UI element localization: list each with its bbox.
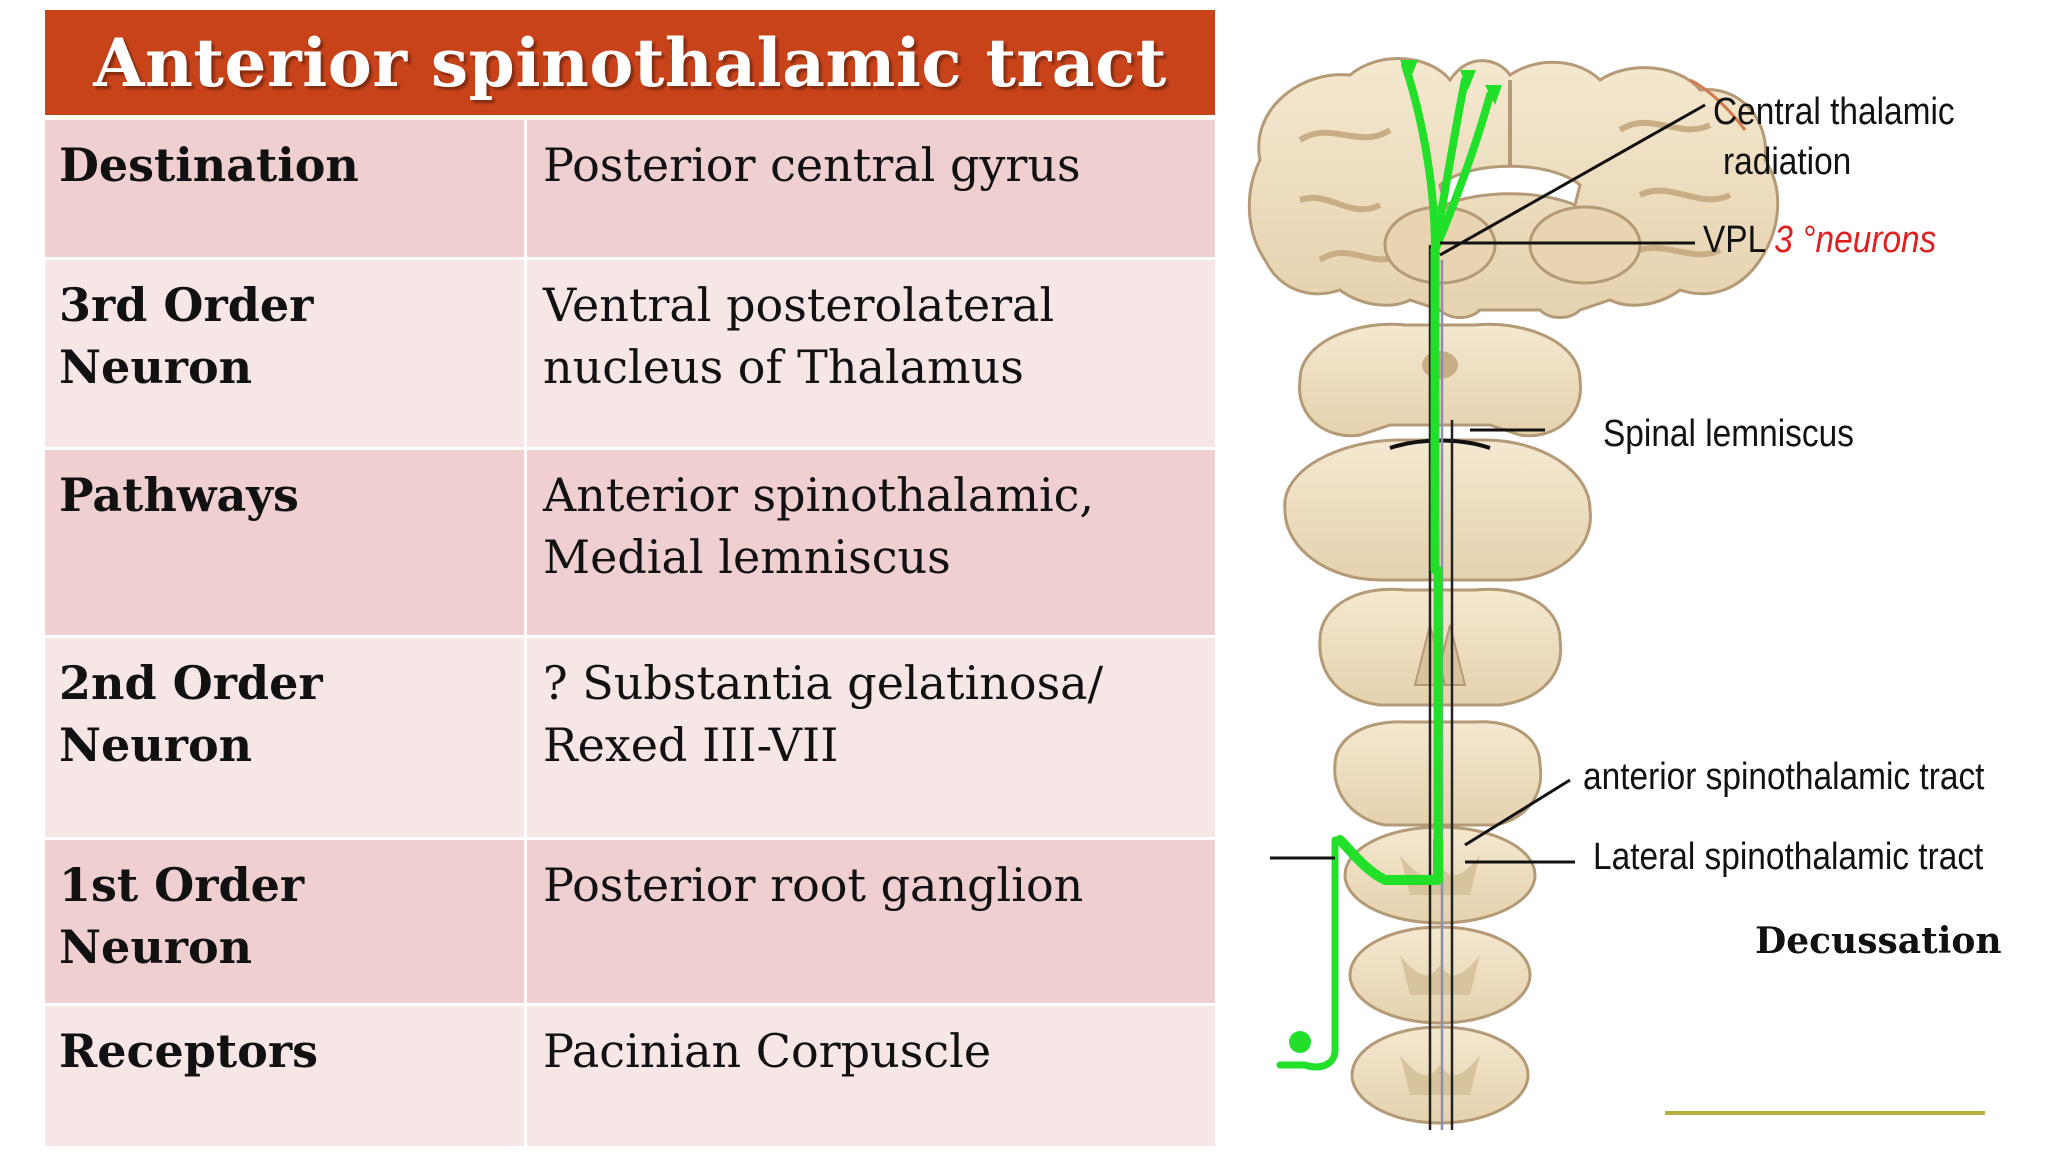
label-decussation: Decussation (1755, 920, 2002, 962)
arrowheads (1400, 60, 1502, 105)
label-lateral-tract: Lateral spinothalamic tract (1593, 836, 1984, 878)
label-radiation: radiation (1723, 141, 1852, 183)
table-row: 3rd Order Neuron Ventral posterolateral … (45, 260, 1215, 450)
table-row: Destination Posterior central gyrus (45, 120, 1215, 260)
table-row: Pathways Anterior spinothalamic, Medial … (45, 450, 1215, 638)
row-label: Pathways (45, 450, 527, 635)
label-vpl-text: VPL (1703, 219, 1765, 261)
aqueduct (1422, 351, 1458, 379)
table-row: 2nd Order Neuron ? Substantia gelatinosa… (45, 638, 1215, 840)
table-row: 1st Order Neuron Posterior root ganglion (45, 840, 1215, 1006)
black-tract-lines (1428, 245, 1454, 1130)
label-anterior-tract: anterior spinothalamic tract (1583, 756, 1985, 798)
label-spinal-lemniscus: Spinal lemniscus (1603, 413, 1854, 455)
row-value: Posterior root ganglion (543, 858, 1084, 912)
row-label: Receptors (45, 1006, 527, 1146)
tract-diagram: Central thalamic radiation VPL 3 °neuron… (1240, 20, 2040, 1150)
midbrain-section (1298, 322, 1582, 438)
row-label: 3rd Order Neuron (45, 260, 527, 447)
receptor-icon (1289, 1031, 1311, 1053)
table-body: Destination Posterior central gyrus 3rd … (45, 120, 1215, 1146)
table-panel: Anterior spinothalamic tract Destination… (45, 10, 1215, 1146)
table-header: Anterior spinothalamic tract (45, 10, 1215, 115)
label-vpl: VPL 3 °neurons (1703, 218, 1936, 262)
pointer-lines (1270, 103, 1706, 864)
table-title: Anterior spinothalamic tract (93, 23, 1167, 102)
row-value: Ventral posterolateral nucleus of Thalam… (543, 278, 1055, 394)
row-label: 1st Order Neuron (45, 840, 527, 1003)
brain-section (1247, 57, 1780, 319)
tract-diagram-svg (1247, 57, 1985, 1130)
green-tract (1276, 61, 1494, 1071)
row-value: ? Substantia gelatinosa/ Rexed III-VII (543, 656, 1104, 772)
row-value: Posterior central gyrus (543, 138, 1081, 192)
row-label: Destination (45, 120, 527, 257)
row-label: 2nd Order Neuron (45, 638, 527, 837)
row-value: Pacinian Corpuscle (543, 1024, 992, 1078)
row-value: Anterior spinothalamic, Medial lemniscus (543, 468, 1095, 584)
label-central-thalamic: Central thalamic (1713, 91, 1955, 133)
label-neurons: 3 °neurons (1774, 219, 1937, 261)
table-row: Receptors Pacinian Corpuscle (45, 1006, 1215, 1146)
